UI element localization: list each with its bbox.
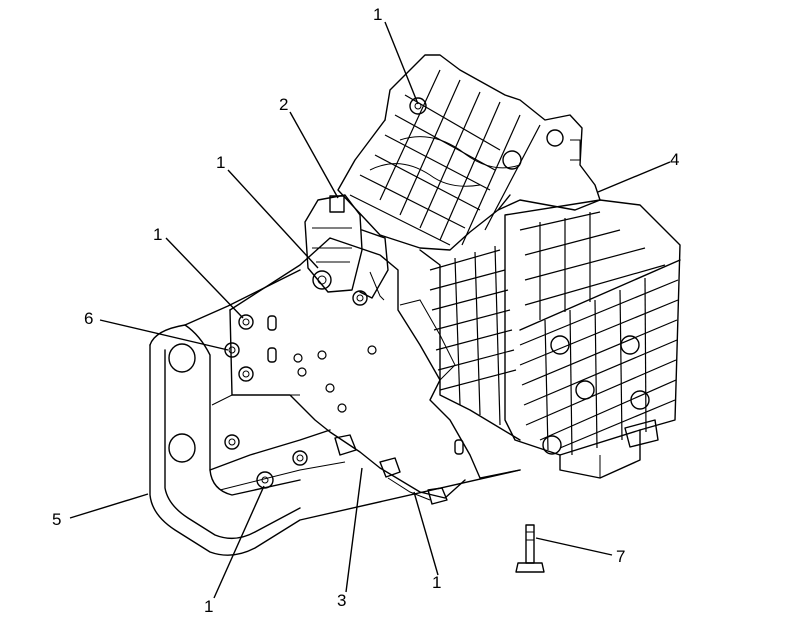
leader-lines [69,21,671,599]
callout-labels: 1 2 1 4 1 6 5 1 3 1 7 [52,5,679,616]
callout-1-top: 1 [373,5,382,24]
grid-frame-front [504,199,681,479]
callout-6: 6 [84,309,93,328]
plate-holes [293,345,377,413]
mounting-plate [229,237,521,505]
grid-frame-side [419,199,601,441]
bolts [224,97,427,489]
callout-1-bottom-left: 1 [204,597,213,616]
upper-grid-lines [349,69,541,246]
callout-3: 3 [337,591,346,610]
front-grid-lines [519,211,679,456]
callout-1-upper-left: 1 [216,153,225,172]
long-bolt [515,524,545,573]
callout-7: 7 [616,547,625,566]
callout-2: 2 [279,95,288,114]
callout-5: 5 [52,510,61,529]
callout-1-bottom: 1 [432,573,441,592]
harness-bracket [304,194,389,301]
side-grid-lines [429,245,517,426]
mounting-bracket [149,269,521,556]
callout-4: 4 [670,150,679,169]
callout-1-left: 1 [153,225,162,244]
grid-frame-upper [337,54,601,251]
